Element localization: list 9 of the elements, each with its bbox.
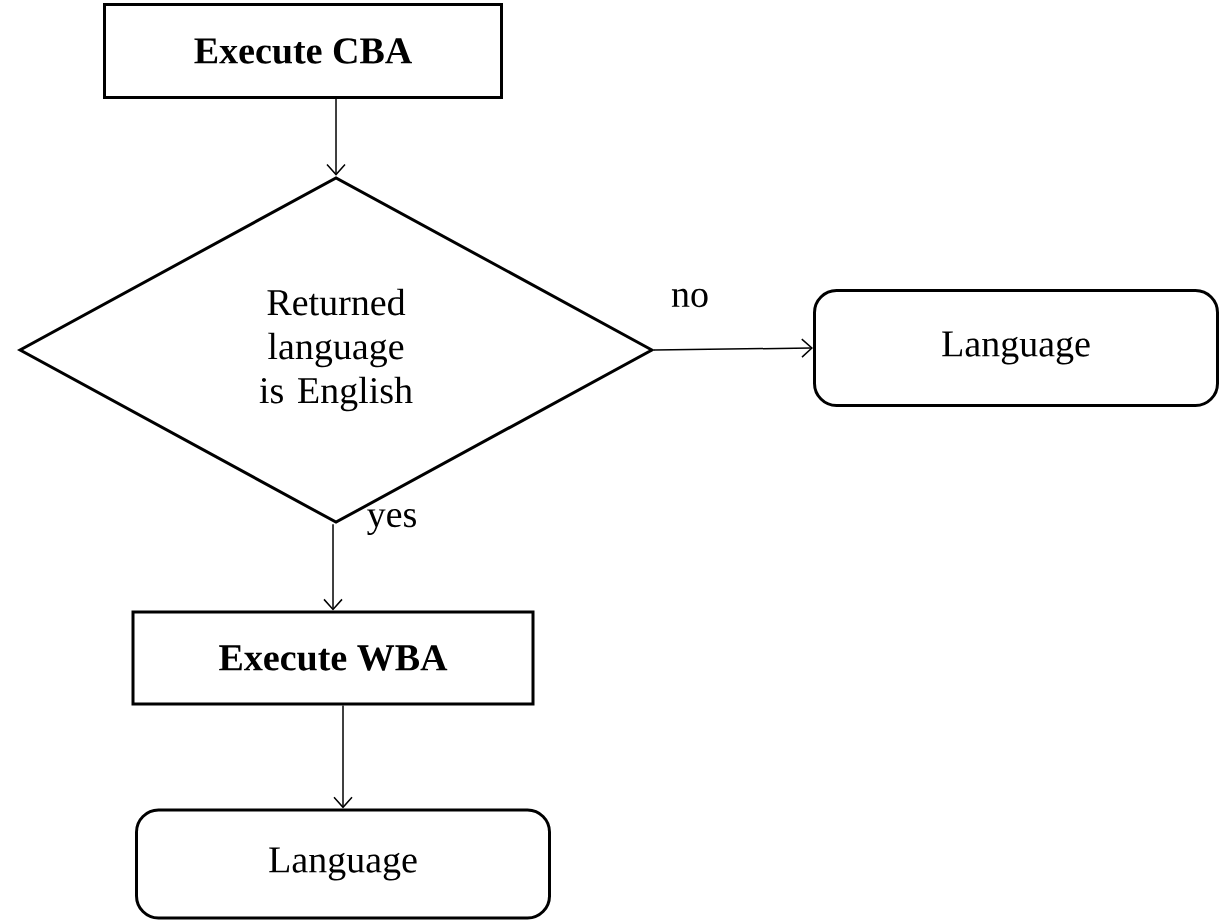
arrow: [326, 98, 346, 176]
process-box: Execute WBA: [131, 610, 535, 706]
process-box: Execute CBA: [103, 3, 503, 99]
terminal-box: Language: [813, 289, 1219, 407]
terminal-box: Language: [135, 808, 551, 920]
arrow: [323, 523, 343, 611]
arrow: [653, 338, 813, 358]
edge-label: no: [670, 287, 710, 309]
arrow: [333, 704, 353, 809]
